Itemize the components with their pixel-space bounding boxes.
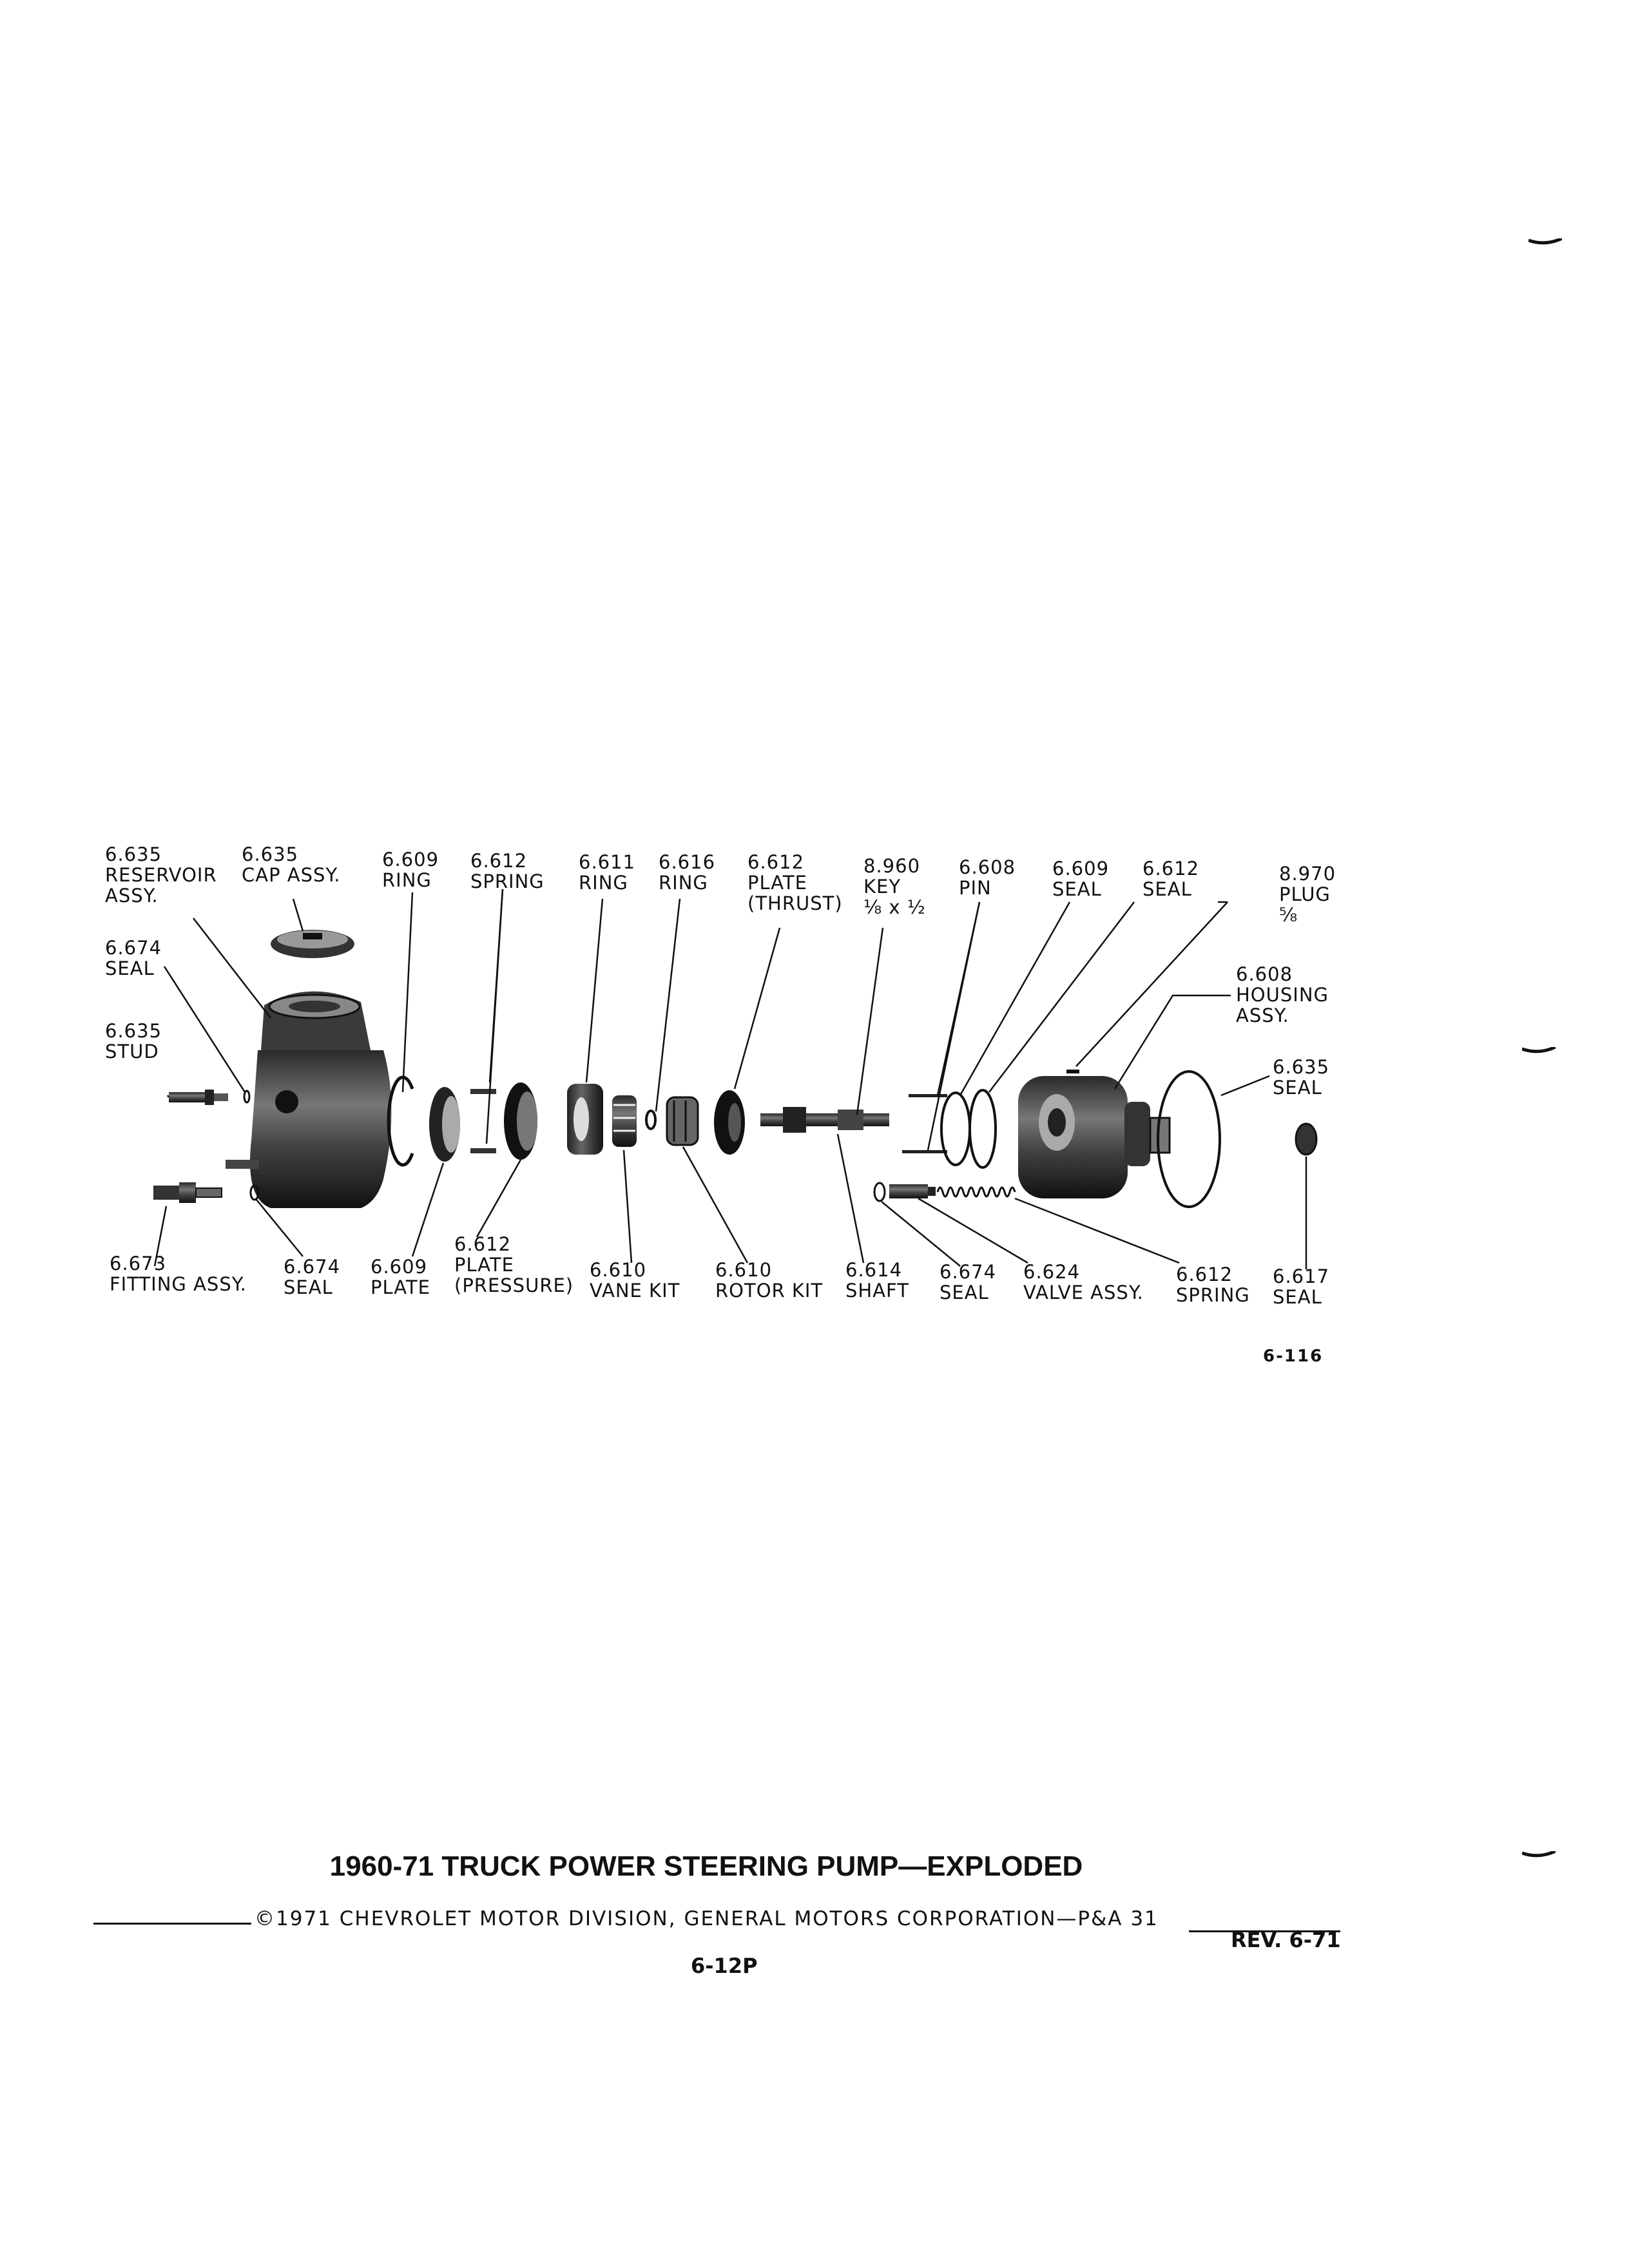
rule-right bbox=[1189, 1930, 1340, 1932]
page-title: 1960-71 TRUCK POWER STEERING PUMP—EXPLOD… bbox=[329, 1850, 1083, 1882]
ring-616-part bbox=[645, 1110, 657, 1130]
thrust-plate-part bbox=[714, 1090, 745, 1155]
binder-mark-top bbox=[1528, 238, 1562, 245]
seal-small-bottom bbox=[249, 1184, 260, 1201]
valve-seal bbox=[873, 1182, 886, 1202]
fitting-part bbox=[153, 1182, 222, 1203]
plate-part bbox=[429, 1087, 460, 1162]
revision-label: REV. 6-71 bbox=[1231, 1928, 1341, 1952]
vane-kit-part bbox=[612, 1095, 637, 1147]
binder-mark-bottom bbox=[1522, 1851, 1556, 1858]
leader-lines bbox=[153, 889, 1307, 1269]
figure-number: 6-116 bbox=[1263, 1347, 1324, 1366]
pin-part bbox=[902, 1150, 947, 1153]
rotor-part bbox=[666, 1096, 699, 1146]
ring-611-part bbox=[567, 1084, 603, 1155]
page-number: 6-12P bbox=[691, 1954, 758, 1978]
valve-spring bbox=[936, 1186, 1016, 1198]
valve-part bbox=[889, 1184, 936, 1198]
copyright-line: ©1971 CHEVROLET MOTOR DIVISION, GENERAL … bbox=[255, 1907, 1159, 1930]
cap-assembly bbox=[271, 930, 354, 958]
seal-ring-2 bbox=[969, 1089, 997, 1169]
ring-part bbox=[387, 1075, 414, 1167]
housing-assembly bbox=[1018, 1070, 1171, 1198]
spring-pin-bottom bbox=[470, 1148, 496, 1153]
binder-mark-middle bbox=[1522, 1047, 1556, 1053]
spring-pin-top bbox=[470, 1089, 496, 1094]
rule-left bbox=[93, 1923, 251, 1925]
seal-small-left bbox=[243, 1090, 251, 1104]
seal-ring-1 bbox=[940, 1091, 971, 1166]
shaft-part bbox=[760, 1107, 889, 1133]
reservoir-assembly bbox=[226, 991, 392, 1208]
plug-seal-part bbox=[1295, 1122, 1318, 1156]
stud-part bbox=[169, 1090, 228, 1105]
pressure-plate-part bbox=[504, 1082, 537, 1160]
large-seal-ring bbox=[1157, 1070, 1221, 1208]
key-part bbox=[909, 1094, 947, 1097]
